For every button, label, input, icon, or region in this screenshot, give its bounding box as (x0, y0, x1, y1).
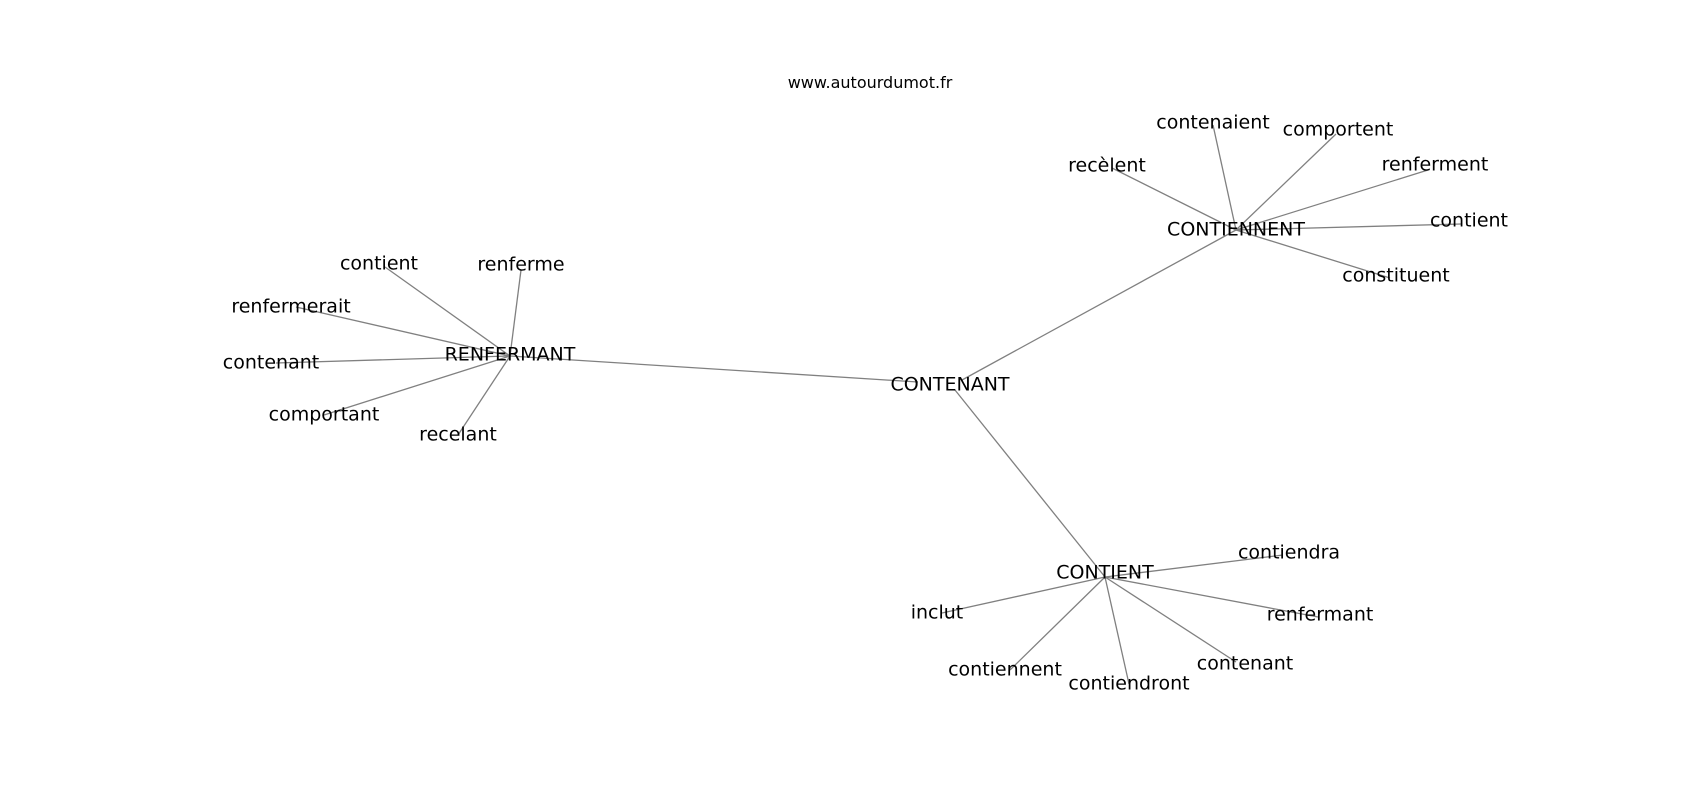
word-node-contenaient-1-1[interactable]: contenaient (1156, 112, 1269, 134)
word-node-renferme-0-1[interactable]: renferme (477, 254, 564, 276)
hub-node-contiennent[interactable]: CONTIENNENT (1167, 219, 1305, 241)
word-node-contiennent-2-3[interactable]: contiennent (948, 659, 1062, 681)
edge-contiennent-to-constituent-5 (1235, 229, 1391, 279)
word-node-inclut-2-1[interactable]: inclut (911, 602, 964, 624)
edge-renfermant-to-contient-0 (384, 266, 511, 357)
edge-renfermant-to-recelant-5 (457, 355, 511, 436)
edge-center-to-contiennent (961, 229, 1237, 381)
edge-contiennent-to-recelent-0 (1111, 167, 1237, 231)
edge-renfermant-to-renferme-1 (509, 269, 522, 357)
word-node-renfermerait-0-2[interactable]: renfermerait (231, 296, 350, 318)
center-node[interactable]: CONTENANT (890, 374, 1009, 396)
edge-contiennent-to-renferment-3 (1235, 169, 1429, 231)
word-node-comportant-0-4[interactable]: comportant (269, 404, 380, 426)
edge-contient-to-renfermant-2 (1104, 576, 1319, 618)
edge-contiennent-to-contient-4 (1235, 223, 1462, 231)
edge-contiennent-to-contenaient-1 (1212, 124, 1237, 231)
word-node-comportent-1-2[interactable]: comportent (1283, 119, 1394, 141)
graph-edges (275, 124, 1462, 685)
edge-contient-to-contiendront-4 (1104, 576, 1130, 685)
word-node-renferment-1-3[interactable]: renferment (1382, 154, 1489, 176)
edge-contiennent-to-comportent-2 (1235, 133, 1337, 231)
edge-renfermant-to-renfermerait-2 (295, 306, 511, 357)
word-node-contenant-0-3[interactable]: contenant (223, 352, 319, 374)
word-node-recelant-0-5[interactable]: recelant (419, 424, 497, 446)
word-node-recelent-1-0[interactable]: recèlent (1068, 155, 1146, 177)
edge-contient-to-contenant-5 (1104, 576, 1237, 663)
edge-contient-to-contiennent-3 (1009, 576, 1106, 671)
word-node-constituent-1-5[interactable]: constituent (1342, 265, 1449, 287)
edge-renfermant-to-comportant-4 (323, 355, 511, 416)
edge-center-to-renfermant (509, 355, 919, 383)
edge-contient-to-inclut-1 (941, 576, 1106, 614)
edge-center-to-contient (954, 389, 1106, 578)
word-node-contenant-2-5[interactable]: contenant (1197, 653, 1293, 675)
edge-renfermant-to-contenant-3 (275, 355, 511, 364)
edge-contient-to-contiendra-0 (1104, 554, 1284, 578)
word-node-contiendront-2-4[interactable]: contiendront (1068, 673, 1189, 695)
word-node-contiendra-2-0[interactable]: contiendra (1238, 542, 1340, 564)
hub-node-contient[interactable]: CONTIENT (1056, 562, 1154, 584)
word-node-renfermant-2-2[interactable]: renfermant (1267, 604, 1374, 626)
site-watermark: www.autourdumot.fr (788, 73, 953, 92)
graph-labels: CONTENANT RENFERMANT contient renferme renfe… (223, 112, 1508, 695)
word-node-contient-1-4[interactable]: contient (1430, 210, 1508, 232)
hub-node-renfermant[interactable]: RENFERMANT (445, 344, 576, 366)
word-node-contient-0-0[interactable]: contient (340, 253, 418, 275)
